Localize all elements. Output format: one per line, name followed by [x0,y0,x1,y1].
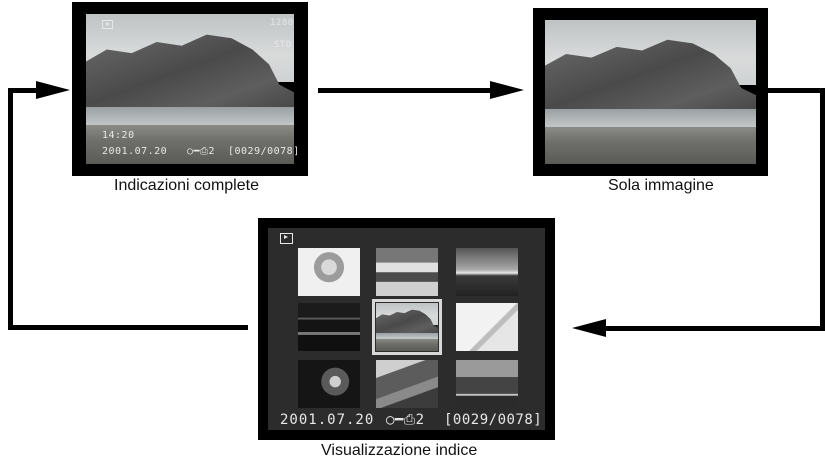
arrow-full-to-image-line [318,88,494,93]
thumbnail-document[interactable] [456,303,518,351]
arrow-full-to-image-head [490,81,524,99]
arrow-image-to-index-head [572,319,606,337]
print-icon: ⎙ [403,412,416,428]
thumbnail-city-night[interactable] [298,303,360,351]
thumbnail-woman-night[interactable] [298,360,360,408]
index-protect-print-indicator: ○━⎙2 [386,412,425,428]
thumbnail-coastline[interactable] [372,299,442,355]
index-grid: 2001.07.20 ○━⎙2 [0029/0078] [268,228,545,430]
thumbnail-portrait[interactable] [298,248,360,296]
full-display-photo [86,14,294,164]
quality-label: STD [274,40,292,50]
image-only-caption: Sola immagine [608,177,714,194]
thumbnail-surfer[interactable] [376,248,438,296]
index-display-caption: Visualizzazione indice [321,442,478,459]
arrow-index-to-full-line-top [8,88,38,93]
arrow-index-to-full-head [36,81,70,99]
index-print-count: 2 [415,412,425,428]
print-count: 2 [208,146,216,157]
thumbnail-sunset-sea[interactable] [456,248,518,296]
full-display-screen: 1280 STD 14:20 2001.07.20 ○━⎙2 [0029/007… [72,2,308,176]
arrow-index-to-full-line-vertical [8,88,13,330]
arrow-image-to-index-line-vertical [820,88,825,331]
image-only-photo [545,20,756,164]
image-size-label: 1280 [270,18,294,28]
key-icon: ○━ [187,146,201,157]
thumbnail-mountain-bike[interactable] [376,360,438,408]
time-label: 14:20 [102,130,135,141]
play-icon [102,20,113,29]
full-display-caption: Indicazioni complete [114,177,259,194]
arrow-index-to-full-line-bottom [8,325,248,330]
index-display-screen: 2001.07.20 ○━⎙2 [0029/0078] [258,218,555,440]
play-icon [280,233,293,244]
index-date-label: 2001.07.20 [280,412,375,428]
arrow-image-to-index-line-top [768,88,825,93]
date-label: 2001.07.20 [102,146,168,157]
key-icon: ○━ [386,412,404,428]
image-only-screen [533,8,768,176]
frame-counter: [0029/0078] [228,146,300,157]
protect-print-indicator: ○━⎙2 [187,146,215,157]
print-icon: ⎙ [200,146,209,157]
index-frame-counter: [0029/0078] [444,412,543,428]
arrow-image-to-index-line-bottom [604,326,825,331]
thumbnail-castle[interactable] [456,360,518,408]
